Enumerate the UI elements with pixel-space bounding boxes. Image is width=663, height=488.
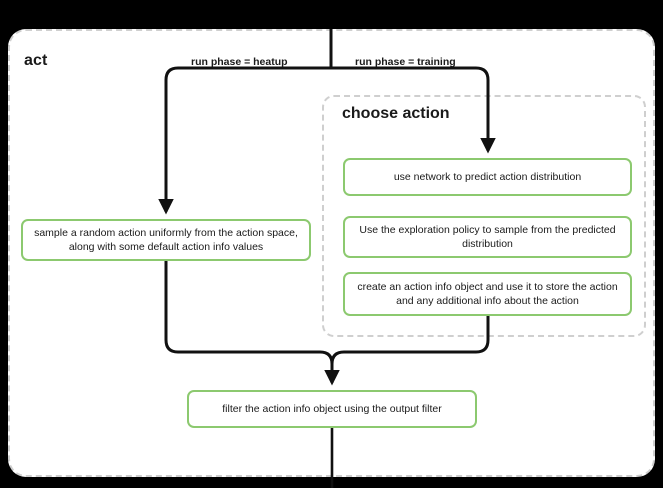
node-create-action-info-object[interactable]: create an action info object and use it …: [343, 272, 632, 316]
edge-label-run-phase-heatup: run phase = heatup: [191, 56, 288, 68]
edge-label-run-phase-training: run phase = training: [355, 56, 456, 68]
cluster-title-act: act: [24, 52, 48, 69]
node-use-exploration-policy[interactable]: Use the exploration policy to sample fro…: [343, 216, 632, 258]
node-filter-action-info-object[interactable]: filter the action info object using the …: [187, 390, 477, 428]
node-use-network-predict-action-distribution[interactable]: use network to predict action distributi…: [343, 158, 632, 196]
cluster-title-choose-action: choose action: [342, 105, 450, 122]
node-sample-random-action[interactable]: sample a random action uniformly from th…: [21, 219, 311, 261]
